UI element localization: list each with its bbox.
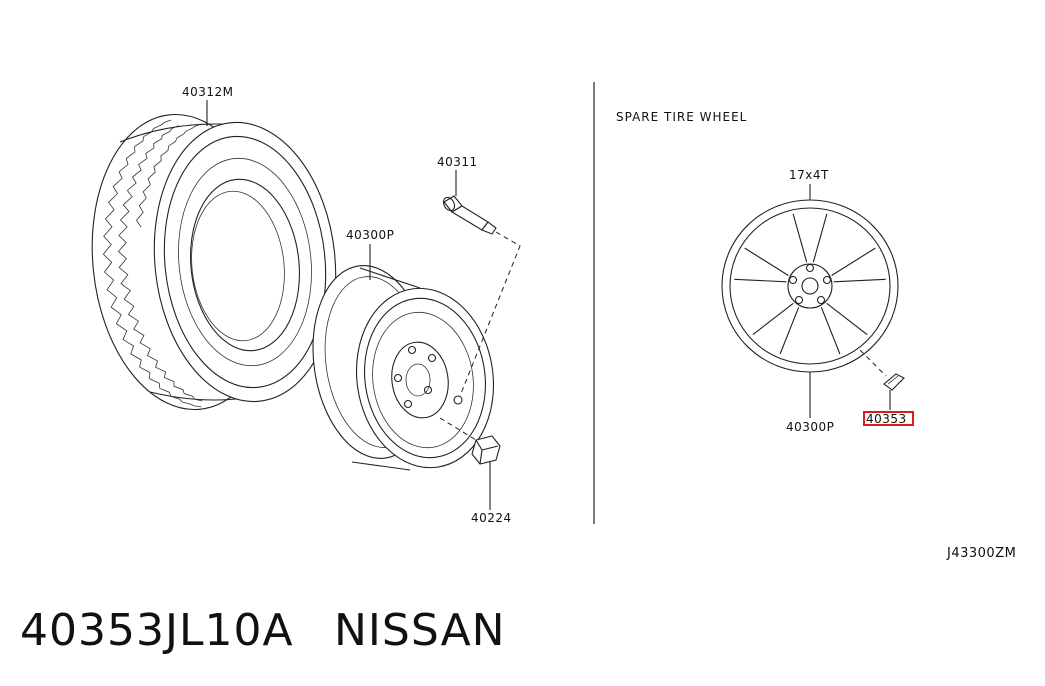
highlight-box (863, 411, 914, 426)
alloy-spoke-edge (826, 302, 868, 336)
label-tire: 40312M (182, 85, 234, 99)
brand-name: NISSAN (334, 605, 506, 656)
ornament-illustration (883, 373, 905, 391)
alloy-spoke-edge (831, 247, 876, 276)
alloy-spoke-edge (833, 278, 886, 283)
wheel-nut-illustration (471, 435, 501, 465)
alloy-spoke-edge (792, 213, 808, 263)
diagram-code: J43300ZM (946, 546, 1016, 561)
alloy-wheel-illustration (721, 199, 899, 373)
alloy-spoke-edge (820, 306, 841, 355)
alloy-spoke-edge (812, 213, 828, 263)
wheel-size-label: 17x4T (789, 168, 829, 182)
label-valve: 40311 (437, 155, 478, 169)
tire-illustration (91, 113, 337, 411)
spare-section-title: SPARE TIRE WHEEL (616, 110, 747, 124)
steel-wheel-illustration (312, 265, 495, 471)
label-ornament: 40353 (866, 412, 907, 426)
valve-illustration (442, 195, 497, 235)
alloy-spoke-edge (734, 278, 787, 283)
valve-dash-line (459, 231, 521, 397)
ornament-dash-line (859, 349, 887, 377)
label-wheel-nut: 40224 (471, 511, 512, 525)
nut-dash-line (439, 417, 477, 441)
label-alloy-wheel: 40300P (786, 420, 834, 434)
label-steel-wheel: 40300P (346, 228, 394, 242)
alloy-spoke-edge (752, 302, 794, 336)
alloy-spoke-edge (779, 306, 800, 355)
part-number: 40353JL10A (20, 605, 294, 656)
alloy-spoke-edge (744, 247, 789, 276)
